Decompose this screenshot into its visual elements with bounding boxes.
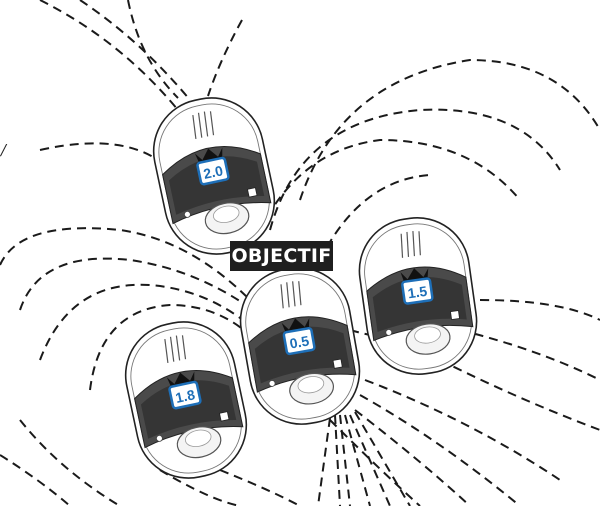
sensor-right: 1.5 [353, 211, 484, 381]
sensor-left: 1.8 [116, 312, 256, 487]
sensor-top: 2.0 [144, 88, 284, 263]
sensor-reading: 1.5 [407, 283, 429, 302]
objectif-label: OBJECTIF [230, 241, 333, 271]
stray-mark: / [1, 141, 6, 159]
sensor-center: 0.5 [232, 260, 367, 433]
sensor-reading: 0.5 [288, 332, 310, 351]
